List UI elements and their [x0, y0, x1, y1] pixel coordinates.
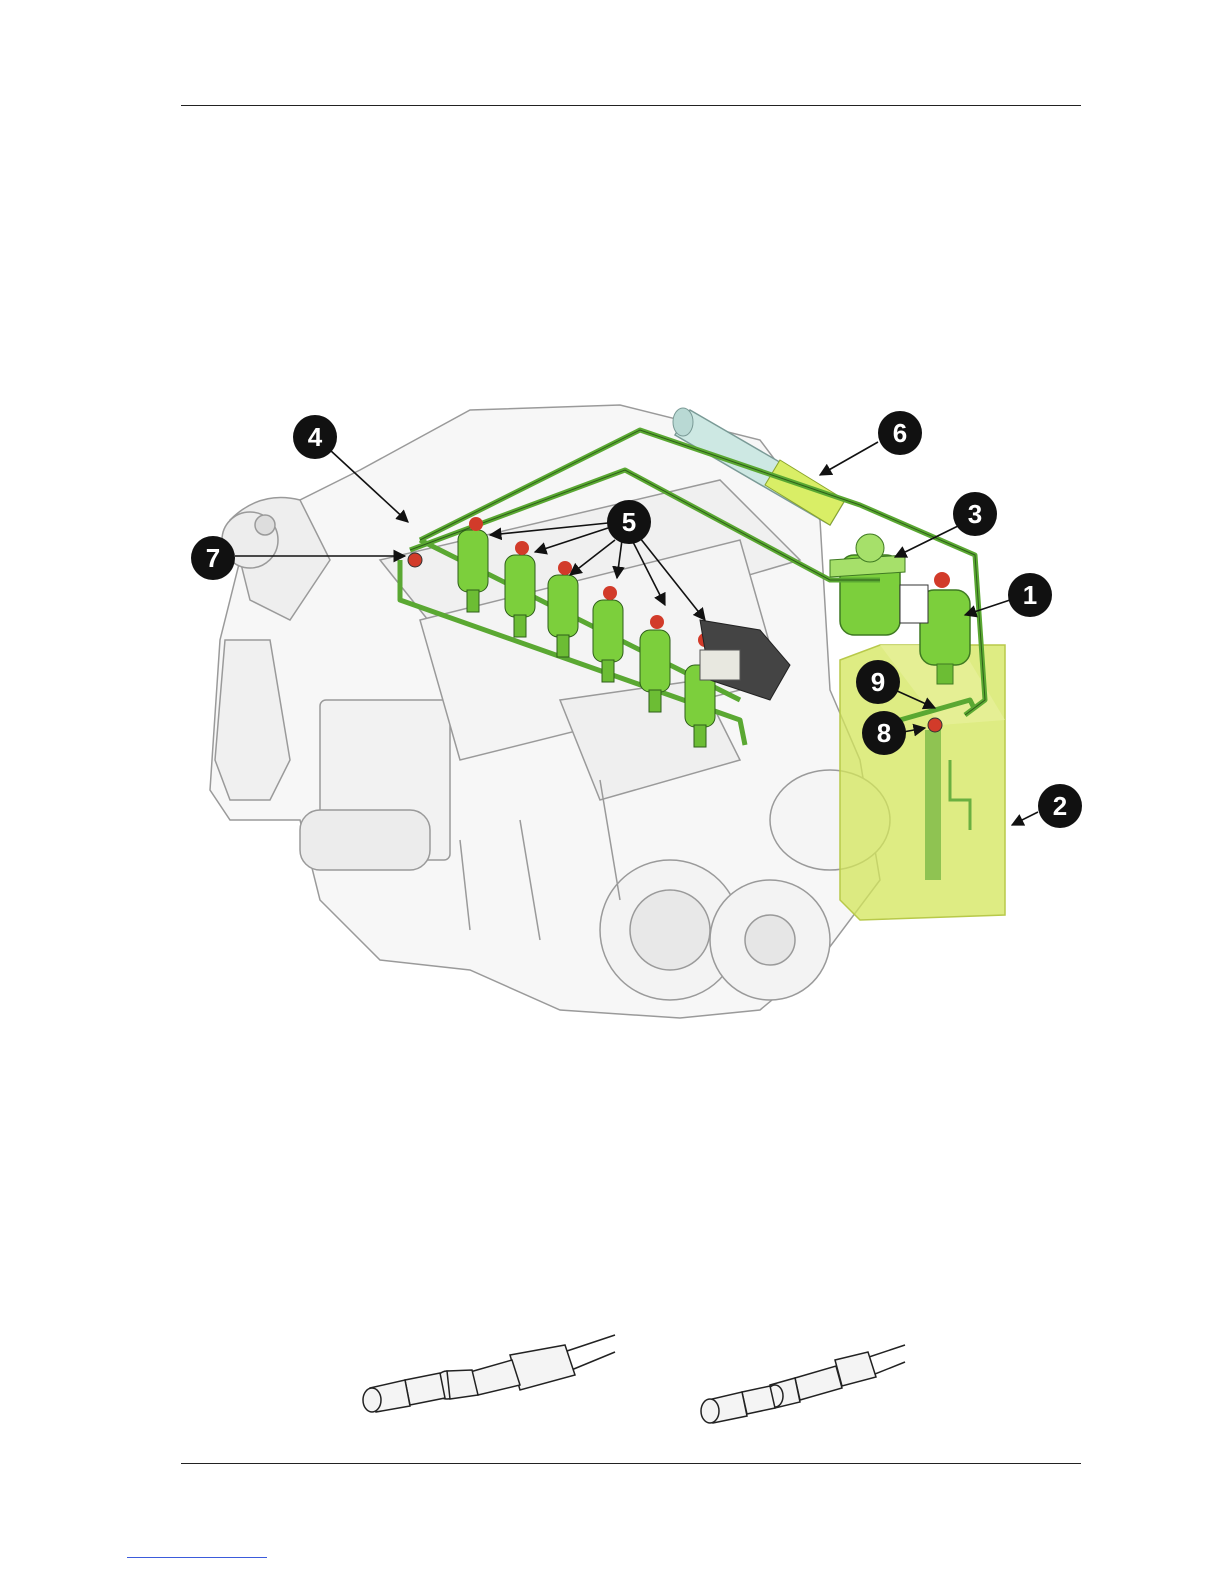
fitting-left [363, 1335, 615, 1412]
footer-link-underline[interactable] [127, 1557, 267, 1558]
fitting-right [701, 1345, 905, 1423]
footer-rule [181, 1463, 1081, 1464]
